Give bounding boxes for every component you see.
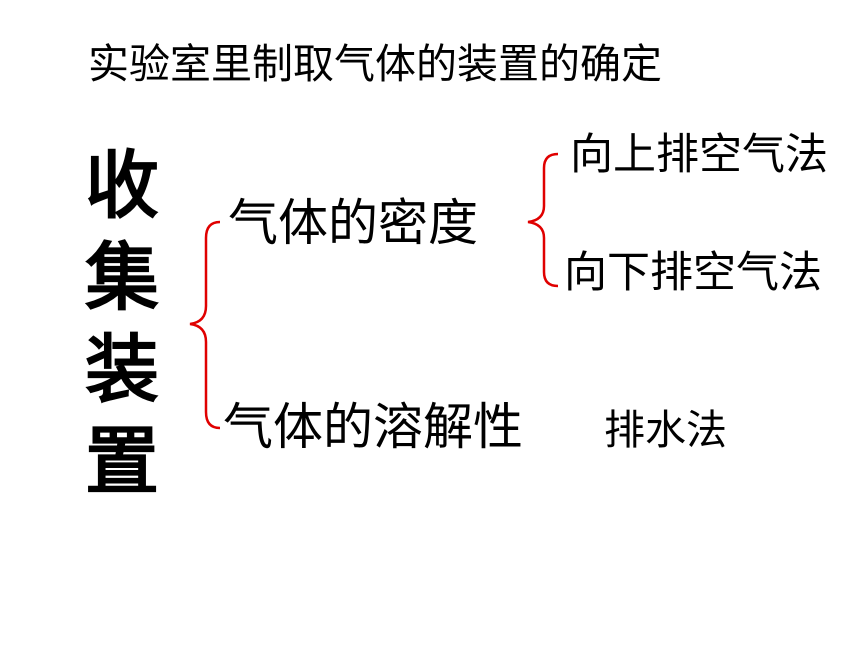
vertical-char-4: 置 bbox=[85, 419, 159, 505]
downward-air-method: 向下排空气法 bbox=[564, 248, 822, 298]
solubility-branch-label: 气体的溶解性 bbox=[223, 398, 523, 456]
vertical-char-1: 收 bbox=[85, 143, 159, 229]
density-branch-label: 气体的密度 bbox=[228, 194, 478, 252]
vertical-char-3: 装 bbox=[85, 327, 159, 413]
vertical-heading: 收 集 装 置 bbox=[80, 140, 164, 508]
density-brace bbox=[527, 152, 559, 288]
main-brace bbox=[189, 220, 221, 430]
water-method: 排水法 bbox=[604, 406, 727, 454]
vertical-char-2: 集 bbox=[85, 235, 159, 321]
slide-title: 实验室里制取气体的装置的确定 bbox=[88, 40, 662, 88]
upward-air-method: 向上排空气法 bbox=[570, 130, 828, 180]
